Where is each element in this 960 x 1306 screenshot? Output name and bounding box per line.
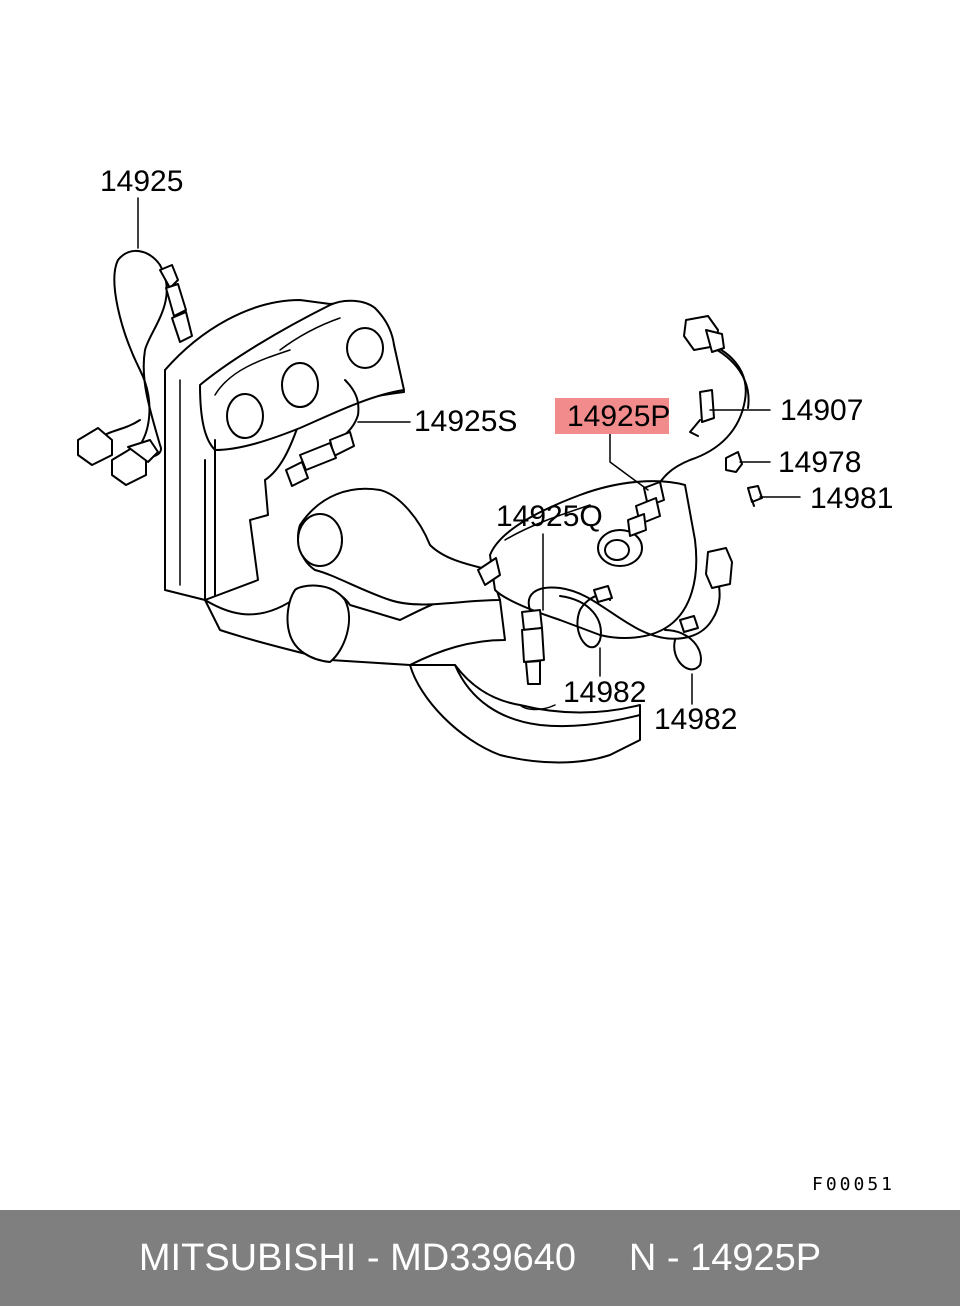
footer-position-separator: - — [666, 1236, 680, 1279]
callout-14981: 14981 — [810, 482, 893, 515]
callout-14907: 14907 — [780, 394, 863, 427]
leader-lines — [137, 197, 801, 705]
footer-bar: MITSUBISHI - MD339640 N - 14925P — [0, 1210, 960, 1306]
oxygen-sensor-14925S-drawing — [285, 379, 360, 487]
oxygen-sensor-14925P-drawing — [627, 315, 763, 537]
callout-14978: 14978 — [778, 446, 861, 479]
oxygen-sensor-14925Q-drawing — [521, 547, 733, 685]
callout-14925S: 14925S — [414, 405, 517, 438]
callout-14925: 14925 — [100, 165, 183, 198]
diagram-reference-code: F00051 — [812, 1174, 895, 1195]
footer-part-number: MD339640 — [390, 1236, 577, 1279]
footer-position-label: N — [628, 1236, 657, 1279]
footer-brand: MITSUBISHI — [138, 1236, 357, 1279]
callout-14925P: 14925P — [567, 400, 670, 433]
footer-position-code: 14925P — [690, 1236, 822, 1279]
callout-14982-right: 14982 — [654, 703, 737, 736]
target-part-highlight — [555, 398, 669, 434]
exhaust-manifold-drawing — [164, 299, 698, 764]
oxygen-sensor-14925-drawing — [77, 250, 193, 486]
exploded-parts-diagram: 14925 14925S 14925P 14907 14978 14981 14… — [77, 165, 895, 1195]
callout-14982-left: 14982 — [563, 676, 646, 709]
footer-separator: - — [366, 1236, 380, 1279]
callout-14925Q: 14925Q — [496, 500, 603, 533]
